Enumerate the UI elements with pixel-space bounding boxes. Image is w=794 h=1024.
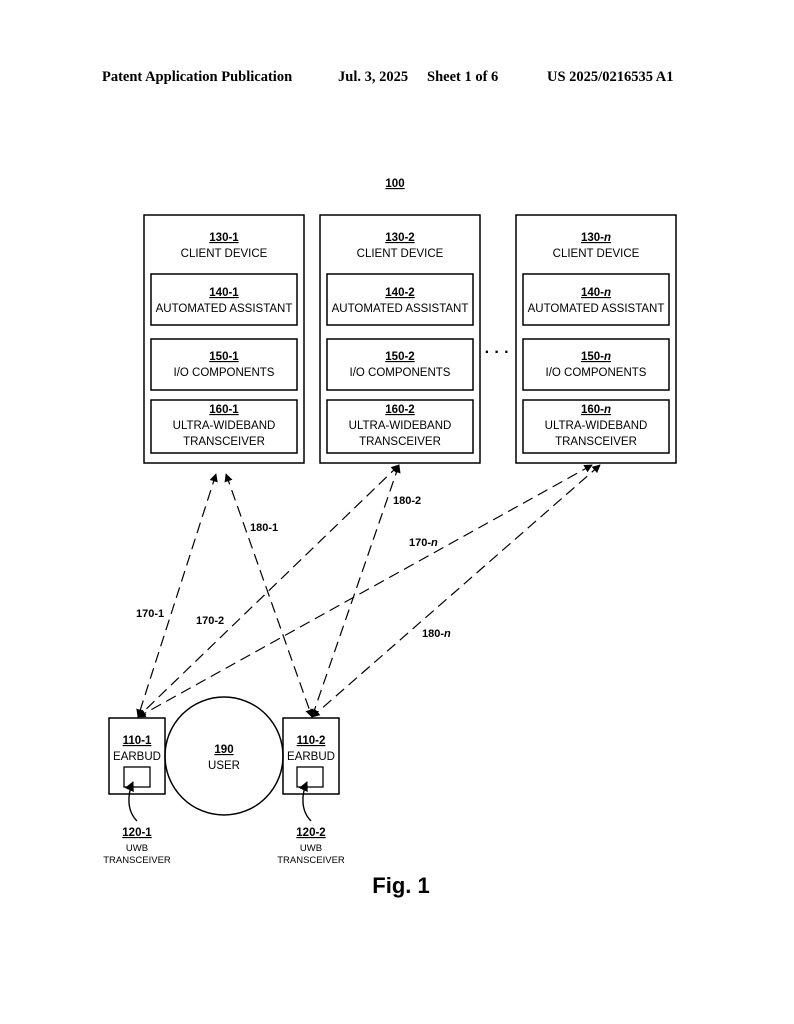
link-170-2	[137, 464, 400, 718]
client-device-n: 130-n CLIENT DEVICE 140-n AUTOMATED ASSI…	[515, 214, 677, 464]
client-device-2: 130-2 CLIENT DEVICE 140-2 AUTOMATED ASSI…	[319, 214, 481, 464]
io-components-2-box	[326, 338, 474, 391]
automated-assistant-n-box	[522, 273, 670, 326]
uwb-transceiver-120-2-ref: 120-2	[296, 827, 325, 839]
client-device-1-ref: 130-1	[209, 232, 239, 244]
io-components-n-ref: 150-n	[581, 351, 611, 363]
earbud-1-ref: 110-1	[123, 735, 152, 747]
client-device-2-ref: 130-2	[385, 232, 414, 244]
automated-assistant-n-ref: 140-n	[581, 287, 611, 299]
automated-assistant-2-label: AUTOMATED ASSISTANT	[332, 303, 469, 315]
earbud-2-ref: 110-2	[297, 735, 326, 747]
earbud-2: 110-2 EARBUD 120-2 UWB TRANSCEIVER	[277, 717, 345, 866]
uwb-transceiver-120-1-label-1: UWB	[126, 843, 148, 854]
uwb-transceiver-120-2-pointer	[298, 781, 312, 822]
earbud-2-box	[282, 717, 340, 795]
uwb-links	[136, 464, 601, 718]
uwb-transceiver-160-1-label-1: ULTRA-WIDEBAND	[173, 420, 276, 432]
earbud-1: 110-1 EARBUD 120-1 UWB TRANSCEIVER	[103, 717, 171, 866]
link-180-n-label: 180-n	[422, 628, 451, 640]
uwb-transceiver-120-1-ref: 120-1	[122, 827, 152, 839]
io-components-1-ref: 150-1	[209, 351, 239, 363]
client-device-1-label: CLIENT DEVICE	[181, 248, 268, 260]
link-180-1-label: 180-1	[250, 522, 278, 534]
system-ref: 100	[385, 178, 404, 190]
figure-label: Fig. 1	[372, 873, 429, 898]
io-components-n-label: I/O COMPONENTS	[546, 367, 647, 379]
user-ref: 190	[214, 744, 233, 756]
client-device-2-label: CLIENT DEVICE	[357, 248, 444, 260]
link-170-n-label: 170-n	[409, 537, 438, 549]
client-device-n-box	[515, 214, 677, 464]
ellipsis: · · ·	[485, 344, 510, 361]
uwb-transceiver-160-2-box	[326, 399, 474, 454]
uwb-transceiver-120-1-pointer	[124, 781, 138, 822]
uwb-transceiver-120-2-box	[296, 766, 324, 788]
automated-assistant-1-label: AUTOMATED ASSISTANT	[156, 303, 293, 315]
uwb-transceiver-160-2-label-1: ULTRA-WIDEBAND	[349, 420, 452, 432]
io-components-1-box	[150, 338, 298, 391]
earbud-1-label: EARBUD	[113, 751, 161, 763]
uwb-transceiver-160-n-label-1: ULTRA-WIDEBAND	[545, 420, 648, 432]
client-device-1-box	[143, 214, 305, 464]
header-date: Jul. 3, 2025	[338, 69, 409, 85]
io-components-1-label: I/O COMPONENTS	[174, 367, 275, 379]
io-components-n-box	[522, 338, 670, 391]
link-170-2-label: 170-2	[196, 615, 224, 627]
client-device-n-label: CLIENT DEVICE	[553, 248, 640, 260]
link-170-n	[137, 464, 593, 718]
uwb-transceiver-160-n-label-2: TRANSCEIVER	[555, 436, 637, 448]
user: 190 USER	[164, 696, 284, 816]
uwb-transceiver-160-1-ref: 160-1	[209, 404, 239, 416]
link-170-1-label: 170-1	[136, 608, 164, 620]
header-patent-number: US 2025/0216535 A1	[547, 69, 674, 85]
earbud-2-label: EARBUD	[287, 751, 335, 763]
header-publication: Patent Application Publication	[102, 69, 293, 85]
client-device-2-box	[319, 214, 481, 464]
uwb-transceiver-160-n-ref: 160-n	[581, 404, 611, 416]
uwb-transceiver-160-1-label-2: TRANSCEIVER	[183, 436, 265, 448]
user-circle	[164, 696, 284, 816]
link-180-1	[224, 473, 314, 718]
automated-assistant-1-box	[150, 273, 298, 326]
automated-assistant-n-label: AUTOMATED ASSISTANT	[528, 303, 665, 315]
user-label: USER	[208, 760, 240, 772]
uwb-transceiver-160-2-ref: 160-2	[385, 404, 414, 416]
header-sheet: Sheet 1 of 6	[427, 69, 499, 85]
uwb-transceiver-120-2-label-1: UWB	[300, 843, 322, 854]
uwb-transceiver-120-1-box	[123, 766, 151, 788]
automated-assistant-2-box	[326, 273, 474, 326]
automated-assistant-2-ref: 140-2	[385, 287, 414, 299]
uwb-transceiver-160-1-box	[150, 399, 298, 454]
link-180-n	[311, 464, 601, 718]
uwb-transceiver-160-n-box	[522, 399, 670, 454]
uwb-transceiver-120-1-label-2: TRANSCEIVER	[103, 855, 171, 866]
automated-assistant-1-ref: 140-1	[209, 287, 239, 299]
uwb-transceiver-160-2-label-2: TRANSCEIVER	[359, 436, 441, 448]
uwb-transceiver-120-2-label-2: TRANSCEIVER	[277, 855, 345, 866]
io-components-2-label: I/O COMPONENTS	[350, 367, 451, 379]
client-device-1: 130-1 CLIENT DEVICE 140-1 AUTOMATED ASSI…	[143, 214, 305, 464]
client-device-n-ref: 130-n	[581, 232, 611, 244]
link-180-2-label: 180-2	[393, 495, 421, 507]
io-components-2-ref: 150-2	[385, 351, 414, 363]
